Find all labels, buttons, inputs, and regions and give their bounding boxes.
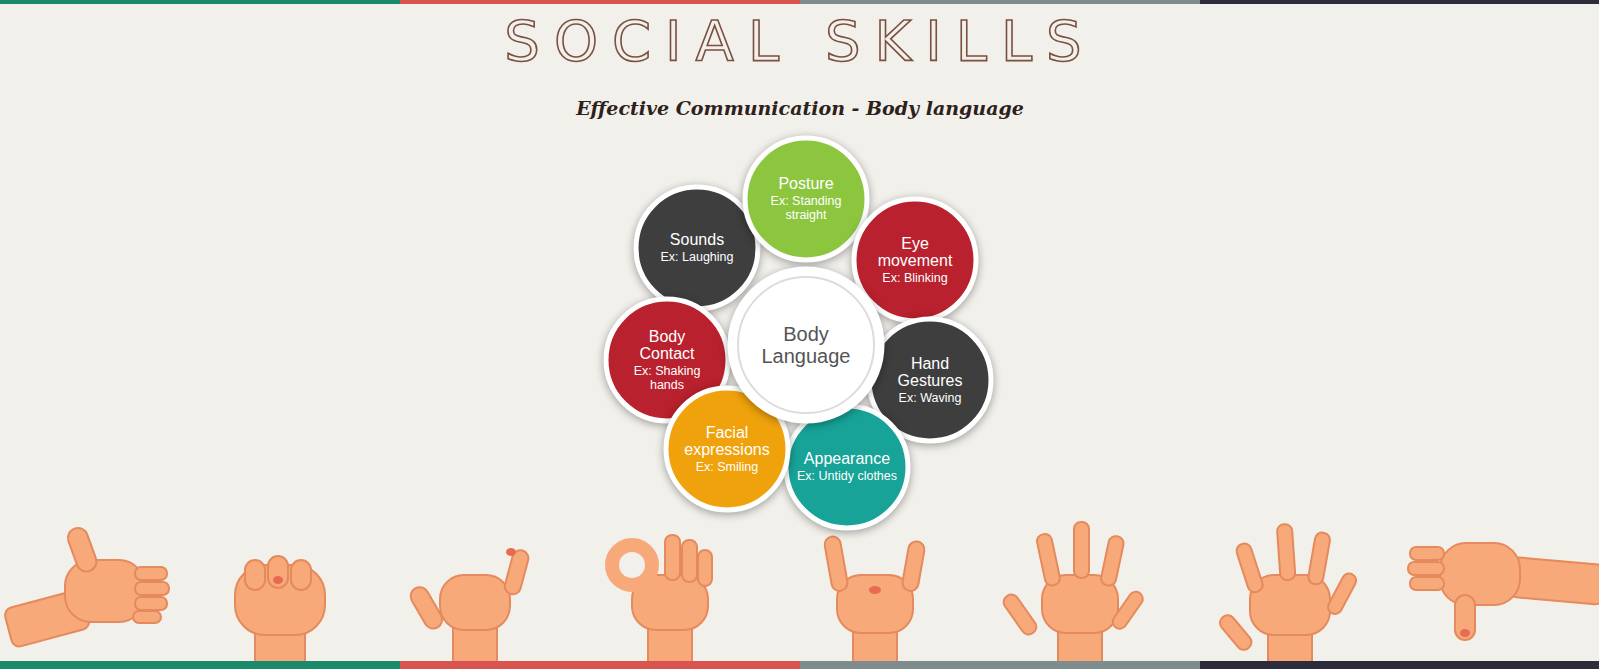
hand-part [869,586,881,594]
hand-part [135,597,167,610]
bottom-bar [400,661,800,669]
hand-part [612,545,652,585]
hand-part [1460,629,1470,637]
circle-text: Facial expressionsEx: Smiling [675,424,779,475]
example-text: Ex: Smiling [696,461,759,475]
hand-open-palm [1217,524,1358,669]
example-text: Ex: Standing straight [760,195,852,223]
hand-part [135,567,167,580]
example-text: Ex: Shaking hands [621,365,713,393]
hand-thumb-side [3,525,169,648]
hand-part [698,550,712,586]
circle-text: Hand GesturesEx: Waving [884,355,976,406]
hand-part [1036,533,1061,587]
hand-part [1410,577,1444,590]
page-title: SOCIAL SKILLS [504,8,1095,73]
hand-part [273,576,283,584]
top-bar [400,0,800,4]
bottom-bar [1200,661,1599,669]
hand-part [291,560,311,590]
hand-part [506,548,516,556]
hand-part [503,549,530,597]
example-text: Ex: Blinking [882,272,947,286]
hand-spread [1001,522,1146,669]
circle-text: AppearanceEx: Untidy clothes [795,450,899,483]
circle-text: SoundsEx: Laughing [651,231,743,264]
topic-name: Body Language [751,323,861,367]
circle-fill [786,406,908,528]
hand-part [1100,535,1125,587]
circle-outline [730,269,882,421]
hand-horns [823,535,925,669]
topic-name: Facial expressions [675,424,779,459]
hand-part [1508,557,1599,605]
hand-part [1410,547,1444,560]
hand-ok-sign [612,535,712,669]
hand-part [682,540,697,582]
topic-name: Body Contact [621,328,713,363]
circle-text: Eye movementEx: Blinking [869,235,961,286]
hand-part [1326,571,1359,616]
center-circle: Body Language [722,261,890,429]
hand-part [1307,532,1331,586]
hand-part [407,584,445,632]
hand-part [1235,542,1265,594]
circle-fill [666,388,788,510]
bottom-bar [0,661,400,669]
subtitle: Effective Communication - Body language [576,97,1024,119]
circle-text: Body Language [751,323,861,367]
hand-part [1001,592,1039,637]
top-bar [0,0,400,4]
example-text: Ex: Waving [899,392,962,406]
topic-name: Appearance [804,450,890,468]
hand-part [440,575,510,630]
example-text: Ex: Laughing [661,251,734,265]
circle-fill [636,187,758,309]
hand-part [65,525,99,574]
topic-name: Posture [778,175,833,193]
hand-part [1408,562,1444,575]
topic-name: Eye movement [869,235,961,270]
hand-part [1217,612,1254,652]
topic-name: Hand Gestures [884,355,976,390]
hand-call-sign [407,548,530,669]
hand-part [1440,543,1520,605]
hand-part [1277,524,1296,581]
hand-part [268,556,288,588]
topic-name: Sounds [670,231,724,249]
circle-text: Body ContactEx: Shaking hands [621,328,713,393]
hand-part [665,535,680,580]
hand-part [823,535,848,592]
hand-part [245,560,265,590]
circle-fill [606,299,728,421]
example-text: Ex: Untidy clothes [797,470,897,484]
circle-fill [854,199,976,321]
hand-part [135,582,169,595]
hand-part [901,540,925,592]
hand-thumb-down [1408,543,1599,640]
circle-text: PostureEx: Standing straight [760,175,852,222]
circle-inner [738,277,874,413]
hand-part [1074,522,1089,578]
circle-fill [745,138,867,260]
top-bar [800,0,1200,4]
hand-fist [235,556,325,669]
hand-part [65,560,145,622]
top-bar [1200,0,1599,4]
hand-part [1455,595,1475,640]
bottom-bar [800,661,1200,669]
hand-part [1110,589,1146,631]
hand-part [133,611,161,623]
